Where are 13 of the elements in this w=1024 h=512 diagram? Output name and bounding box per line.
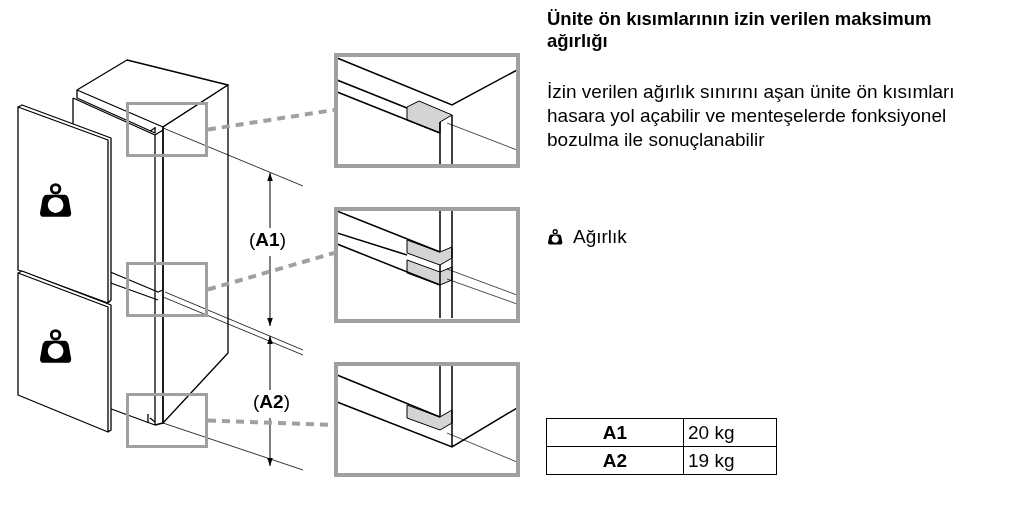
highlight-frame [126, 262, 208, 317]
highlight-frame [126, 393, 208, 448]
leader-line [207, 251, 335, 292]
table-cell: 19 kg [683, 446, 777, 475]
heading: Ünite ön kısımlarının izin verilen maksimum ağırlığı [547, 8, 933, 52]
legend-label: Ağırlık [573, 226, 627, 248]
description-text: İzin verilen ağırlık sınırını aşan ünite ön kısımları hasara yol açabilir ve menteşelerde fonksiyonel bozulma ile sonuçlanabilir [547, 80, 956, 152]
table-cell: 20 kg [683, 418, 777, 447]
detail-view [334, 362, 520, 477]
highlight-frame [126, 102, 208, 157]
table-header-cell: A2 [546, 446, 684, 475]
table-header-cell: A1 [546, 418, 684, 447]
leader-line [207, 108, 335, 132]
